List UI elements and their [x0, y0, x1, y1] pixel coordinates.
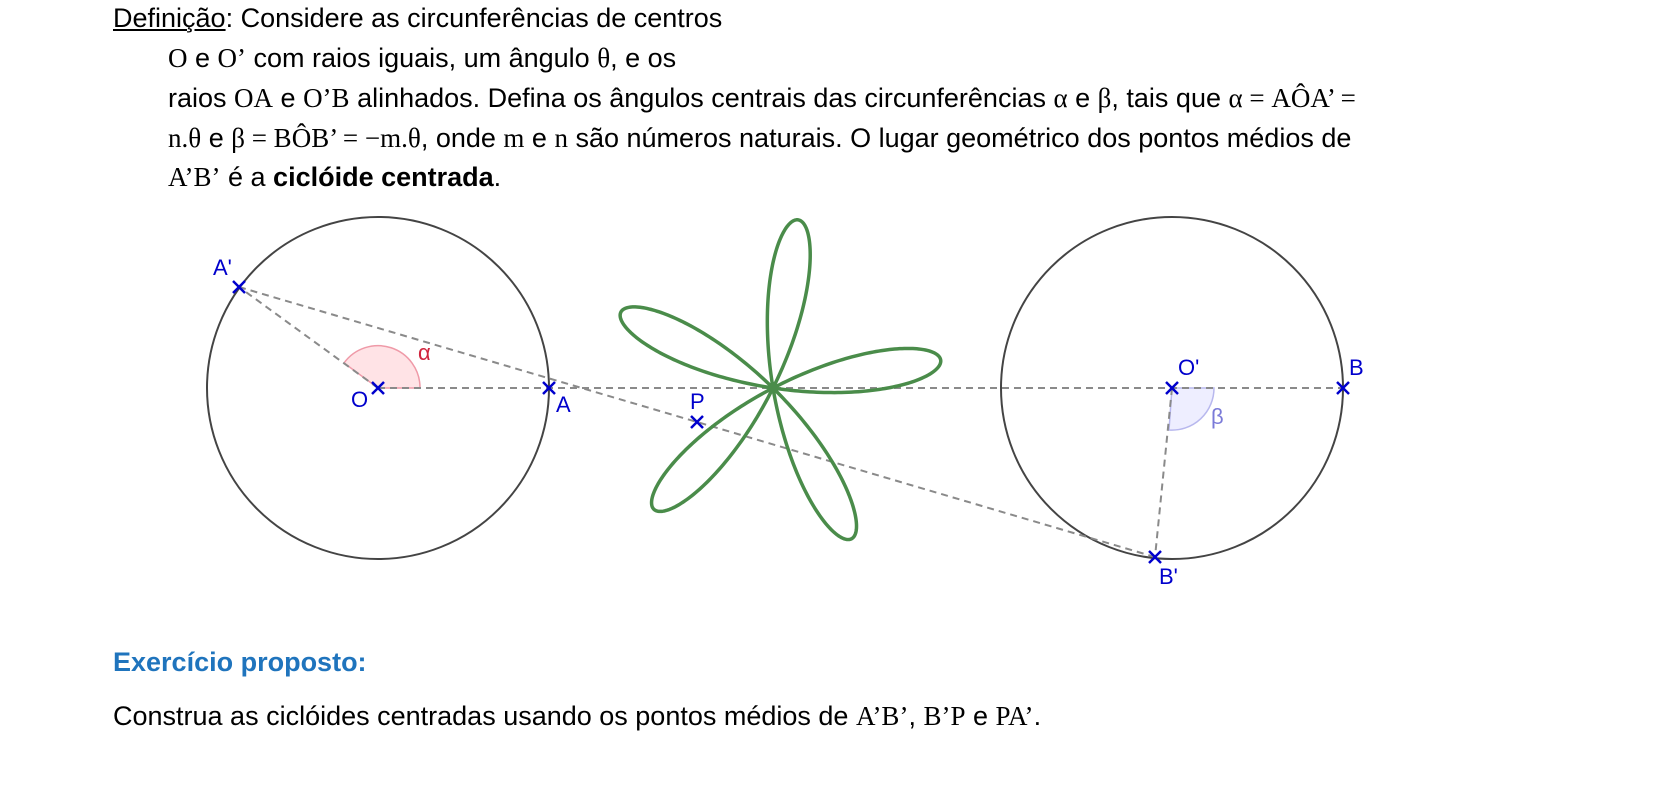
point-P [690, 415, 704, 429]
definition-text: : Considere as circunferências de centro… [225, 3, 723, 33]
definition-line-5: A’B’ é a ciclóide centrada. [168, 160, 501, 194]
math-BP: B’P [923, 701, 966, 731]
label-A-prime: A' [213, 255, 232, 280]
text: e [187, 43, 218, 73]
definition-line-1: Definição: Considere as circunferências … [113, 1, 722, 35]
label-alpha: α [418, 340, 431, 365]
math-OA: OA [234, 83, 274, 113]
math-OB: O’B [303, 83, 350, 113]
point-O [371, 381, 385, 395]
text: são números naturais. O lugar geométrico… [567, 123, 1352, 153]
text: , [908, 701, 924, 731]
math-theta: θ [597, 43, 611, 73]
math-n: n [554, 123, 568, 153]
alpha-angle-sector [342, 344, 421, 389]
text: e [524, 123, 555, 153]
text: , onde [420, 123, 504, 153]
point-A [542, 381, 556, 395]
text: . [1033, 701, 1042, 731]
term-cicloide-centrada: ciclóide centrada [273, 162, 494, 192]
math-AB: A’B’ [855, 701, 909, 731]
point-B [1336, 381, 1350, 395]
point-A-prime [232, 280, 246, 294]
math-O: O [168, 43, 188, 73]
centered-cycloid-curve [618, 218, 943, 542]
text: e [965, 701, 996, 731]
definition-label: Definição [113, 3, 226, 33]
math-m: m [503, 123, 525, 153]
label-P: P [690, 389, 705, 414]
math-alpha-def: α = AÔA’ = [1228, 83, 1356, 113]
label-B-prime: B' [1159, 564, 1178, 589]
exercise-text: Construa as ciclóides centradas usando o… [113, 699, 1041, 733]
dashed-O-prime-to-B-prime [1154, 387, 1173, 558]
text: . [493, 162, 502, 192]
label-A: A [556, 392, 571, 417]
beta-angle-sector [1168, 387, 1215, 431]
text: e [201, 123, 232, 153]
exercise-heading: Exercício proposto: [113, 647, 367, 677]
math-AB: A’B’ [168, 162, 221, 192]
math-n-theta: n.θ [168, 123, 202, 153]
text: e [1067, 83, 1098, 113]
text: com raios iguais, um ângulo [246, 43, 598, 73]
text: Construa as ciclóides centradas usando o… [113, 701, 856, 731]
definition-line-4: n.θ e β = BÔB’ = −m.θ, onde m e n são nú… [168, 121, 1351, 155]
math-O-prime: O’ [217, 43, 247, 73]
point-B-prime [1148, 550, 1162, 564]
label-beta: β [1211, 404, 1224, 429]
dashed-A-prime-to-B-prime [238, 286, 1156, 558]
label-O-prime: O' [1178, 355, 1199, 380]
label-B: B [1349, 355, 1364, 380]
math-PA: PA’ [995, 701, 1034, 731]
text: é a [220, 162, 274, 192]
math-alpha: α [1053, 83, 1068, 113]
text: , tais que [1111, 83, 1229, 113]
dashed-O-to-A-prime [238, 286, 379, 389]
text: e [273, 83, 304, 113]
text: , e os [610, 43, 677, 73]
math-beta: β [1097, 83, 1112, 113]
text: alinhados. Defina os ângulos centrais da… [349, 83, 1054, 113]
text: raios [168, 83, 235, 113]
math-beta-def: β = BÔB’ = −m.θ [231, 123, 421, 153]
label-O: O [351, 387, 368, 412]
definition-line-2: O e O’ com raios iguais, um ângulo θ, e … [168, 41, 676, 75]
point-O-prime [1165, 381, 1179, 395]
definition-line-3: raios OA e O’B alinhados. Defina os ângu… [168, 81, 1356, 115]
